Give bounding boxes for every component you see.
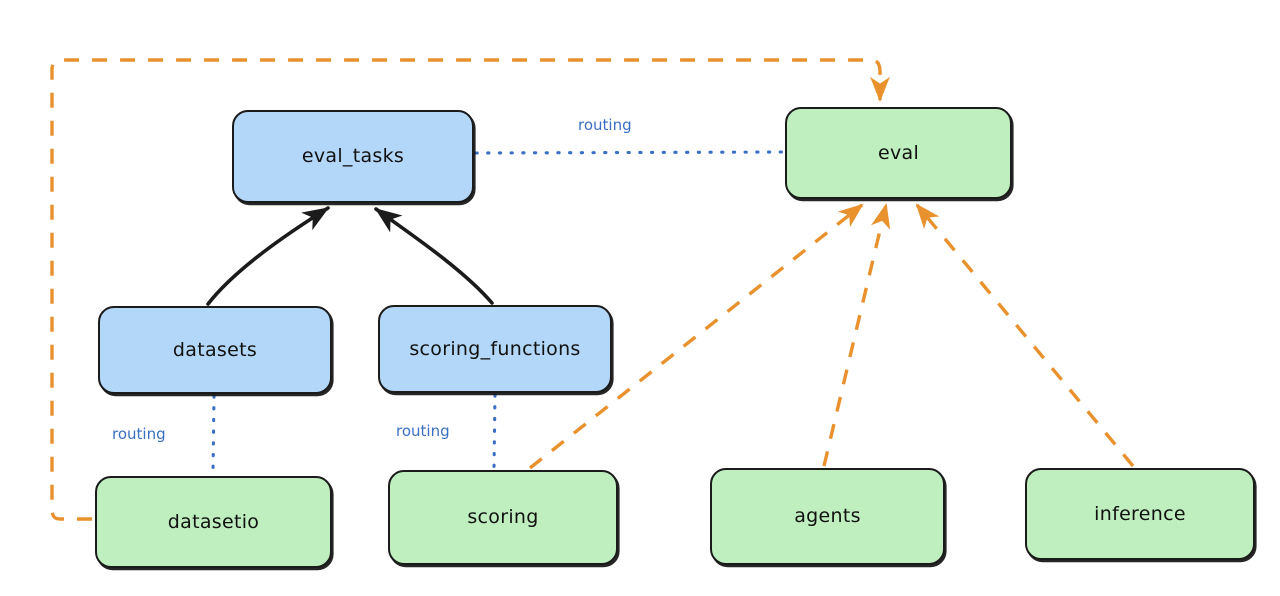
edge-label-routing-datasetio: routing (112, 425, 166, 443)
edge-eval-tasks-to-eval (474, 150, 785, 155)
edge-scoring-functions-to-scoring (492, 393, 497, 470)
edge-datasets-to-datasetio (211, 394, 216, 476)
node-label-scoring: scoring (467, 506, 539, 529)
node-inference[interactable]: inference (1025, 468, 1255, 560)
node-eval_tasks[interactable]: eval_tasks (232, 110, 474, 203)
node-label-datasets: datasets (172, 338, 258, 361)
node-eval[interactable]: eval (785, 107, 1012, 199)
hierarchy-edges (206, 206, 494, 306)
node-label-eval_tasks: eval_tasks (301, 145, 405, 168)
node-label-scoring_functions: scoring_functions (409, 337, 581, 360)
edge-label-routing-scoring: routing (396, 422, 450, 440)
node-datasets[interactable]: datasets (98, 306, 332, 394)
node-scoring[interactable]: scoring (388, 470, 618, 565)
node-label-eval: eval (877, 141, 920, 164)
node-scoring_functions[interactable]: scoring_functions (378, 305, 612, 393)
edge-label-routing-eval: routing (578, 116, 632, 134)
node-label-agents: agents (794, 505, 861, 528)
edge-inference-to-eval (915, 203, 1135, 468)
edge-scoring-functions-to-eval-tasks (374, 207, 494, 305)
node-datasetio[interactable]: datasetio (95, 476, 332, 568)
edge-datasets-to-eval-tasks (206, 206, 330, 306)
edge-agents-to-eval (822, 203, 891, 467)
node-label-inference: inference (1094, 502, 1186, 525)
node-agents[interactable]: agents (710, 468, 945, 565)
node-label-datasetio: datasetio (167, 510, 260, 533)
